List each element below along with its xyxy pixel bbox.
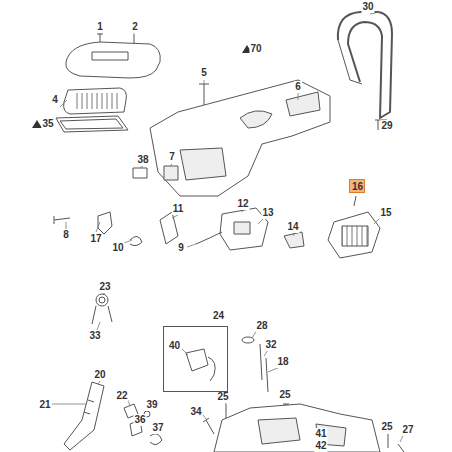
callout-number: 14: [286, 221, 299, 233]
callout-number: 36: [133, 414, 146, 426]
callout-number: 42: [314, 440, 327, 452]
callout-number: 10: [111, 242, 124, 254]
callout-number: 8: [62, 229, 70, 241]
callout-number: 30: [361, 1, 374, 13]
callout-number: 20: [93, 369, 106, 381]
callout-number: 4: [51, 94, 59, 106]
callout-number: 35: [41, 118, 54, 130]
highlight-callout: 16: [349, 179, 365, 193]
callout-number: 25: [278, 389, 291, 401]
callout-number: 23: [98, 281, 111, 293]
callout-number: 17: [89, 233, 102, 245]
callout-number: 16: [352, 182, 362, 192]
callout-number: 27: [401, 424, 414, 436]
callout-number: 22: [115, 390, 128, 402]
callout-number: 25: [216, 391, 229, 403]
callout-number: 7: [168, 151, 176, 163]
callout-number: 39: [145, 399, 158, 411]
callout-number: 2: [131, 21, 139, 33]
callout-number: 24: [213, 311, 224, 321]
callout-number: 70: [249, 43, 262, 55]
callout-number: 18: [276, 356, 289, 368]
callout-number: 12: [236, 198, 249, 210]
detail-box: 2440: [163, 326, 228, 392]
callout-number: 25: [380, 421, 393, 433]
callout-number: 32: [264, 339, 277, 351]
callout-number: 21: [38, 399, 51, 411]
callout-number: 37: [151, 422, 164, 434]
callout-number: 15: [379, 207, 392, 219]
callout-number: 13: [261, 207, 274, 219]
part-drawing: [164, 327, 227, 391]
callout-number: 5: [200, 67, 208, 79]
callout-number: 6: [294, 81, 302, 93]
callout-number: 11: [172, 203, 185, 215]
callout-number: 28: [255, 320, 268, 332]
callout-number: 34: [189, 406, 202, 418]
callout-number: 1: [96, 21, 104, 33]
callout-number: 41: [314, 428, 327, 440]
callout-number: 40: [169, 341, 180, 351]
callout-number: 38: [136, 154, 149, 166]
callout-number: 29: [380, 120, 393, 132]
callout-number: 9: [177, 242, 185, 254]
callout-number: 33: [88, 330, 101, 342]
